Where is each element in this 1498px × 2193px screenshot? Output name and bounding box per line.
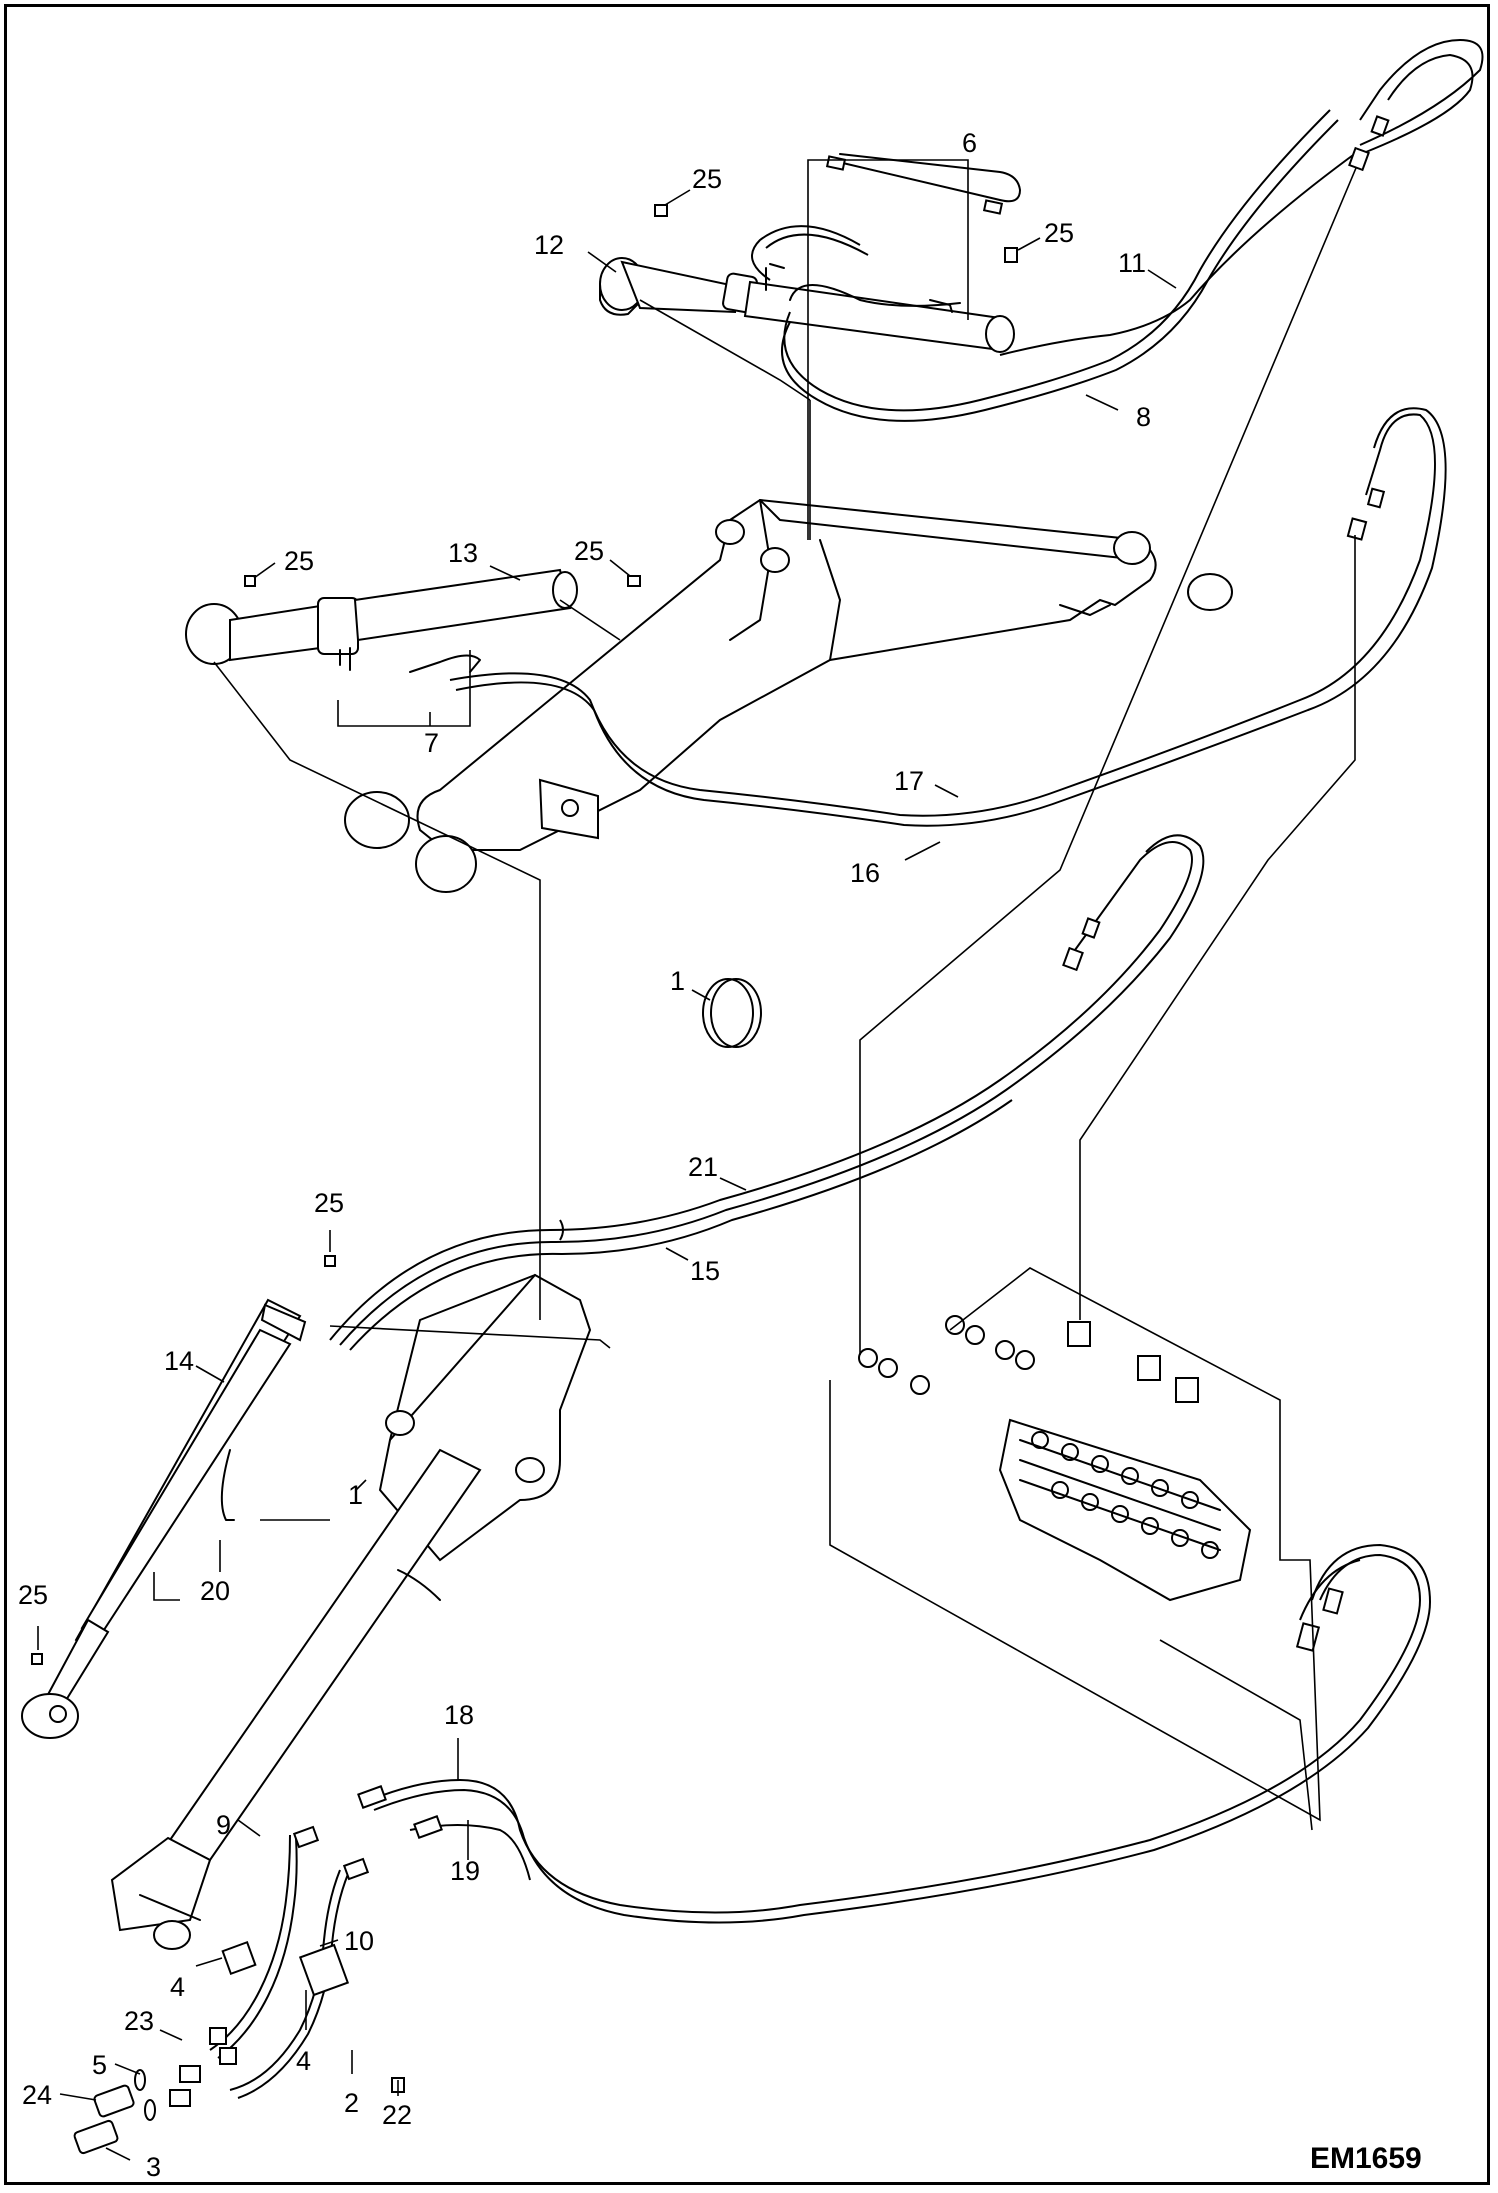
callout-25: 25 bbox=[284, 546, 314, 576]
callout-3: 3 bbox=[146, 2152, 161, 2182]
callout-13: 13 bbox=[448, 538, 478, 568]
callout-23: 23 bbox=[124, 2006, 154, 2036]
callout-14: 14 bbox=[164, 1346, 194, 1376]
callout-25: 25 bbox=[18, 1580, 48, 1610]
callout-25: 25 bbox=[1044, 218, 1074, 248]
callout-4: 4 bbox=[170, 1972, 185, 2002]
callout-5: 5 bbox=[92, 2050, 107, 2080]
callout-9: 9 bbox=[216, 1810, 231, 1840]
callout-16: 16 bbox=[850, 858, 880, 888]
hoses-15-21 bbox=[329, 834, 1205, 1351]
dipper-arm-assembly bbox=[110, 1273, 592, 1950]
callout-4: 4 bbox=[296, 2046, 311, 2076]
control-valve-assembly bbox=[858, 1315, 1361, 1652]
callout-15: 15 bbox=[690, 1256, 720, 1286]
figure-id: EM1659 bbox=[1310, 2142, 1422, 2175]
callout-1: 1 bbox=[348, 1480, 363, 1510]
hoses-16-17 bbox=[449, 407, 1447, 827]
callout-6: 6 bbox=[962, 128, 977, 158]
callout-12: 12 bbox=[534, 230, 564, 260]
callout-8: 8 bbox=[1136, 402, 1151, 432]
boom-cylinder-13 bbox=[185, 568, 641, 673]
arm-cylinder-14 bbox=[21, 1255, 336, 1739]
callout-25: 25 bbox=[692, 164, 722, 194]
callout-2: 2 bbox=[344, 2088, 359, 2118]
callout-25: 25 bbox=[574, 536, 604, 566]
callout-11: 11 bbox=[1118, 248, 1146, 278]
callout-20: 20 bbox=[200, 1576, 230, 1606]
callout-10: 10 bbox=[344, 1926, 374, 1956]
leader-lines bbox=[37, 159, 1357, 2161]
callouts: 6 25 12 25 11 8 25 13 25 7 17 16 1 21 15… bbox=[18, 128, 1422, 2182]
callout-25: 25 bbox=[314, 1188, 344, 1218]
callout-21: 21 bbox=[688, 1152, 718, 1182]
lower-fittings bbox=[73, 1940, 405, 2155]
callout-19: 19 bbox=[450, 1856, 480, 1886]
callout-7: 7 bbox=[424, 728, 439, 758]
callout-1: 1 bbox=[670, 966, 685, 996]
callout-22: 22 bbox=[382, 2100, 412, 2130]
callout-17: 17 bbox=[894, 766, 924, 796]
upper-cylinder-assembly bbox=[599, 38, 1484, 422]
o-ring-1-upper bbox=[702, 978, 762, 1048]
boom-assembly bbox=[344, 498, 1233, 893]
hoses-18-19-10 bbox=[209, 1543, 1432, 2099]
diagram-frame bbox=[4, 4, 1490, 2185]
callout-24: 24 bbox=[22, 2080, 52, 2110]
callout-18: 18 bbox=[444, 1700, 474, 1730]
